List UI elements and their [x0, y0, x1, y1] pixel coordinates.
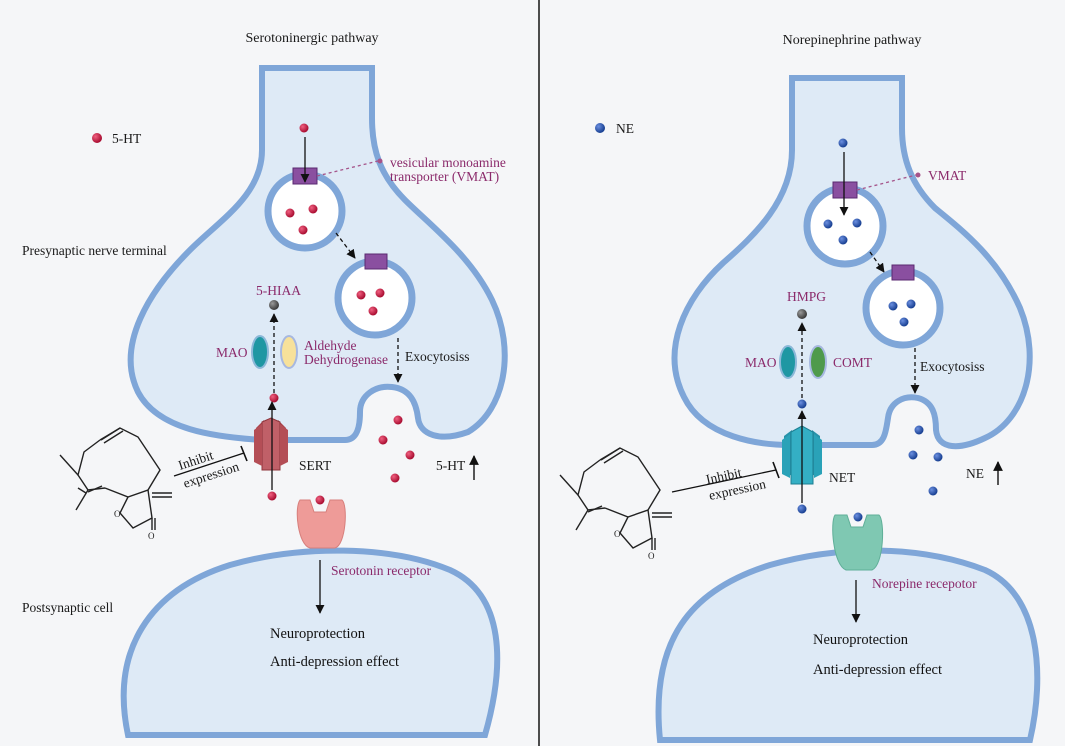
right-title: Norepinephrine pathway	[783, 33, 922, 48]
serotonin-molecule	[308, 204, 318, 214]
inhibition-line	[671, 469, 777, 493]
inhibition-bar	[772, 461, 780, 479]
serotonin-molecule	[356, 290, 366, 300]
vmat-label-line2: transporter (VMAT)	[390, 169, 499, 184]
aldehyde-label-line2: Dehydrogenase	[304, 352, 388, 367]
ne-molecule	[797, 504, 807, 514]
metabolite-molecule	[269, 300, 279, 310]
released-serotonin	[393, 415, 403, 425]
vesicle-2	[862, 267, 944, 349]
serotonin-molecule	[375, 288, 385, 298]
vmat-label: VMAT	[928, 168, 967, 183]
vmat-transporter	[891, 264, 915, 281]
released-ne	[928, 486, 938, 496]
presynaptic-terminal	[127, 65, 508, 443]
ring-oxygen: O	[114, 509, 121, 519]
vmat-pointer	[856, 174, 917, 191]
metabolite-label: 5-HIAA	[256, 283, 301, 298]
ne-molecule	[838, 138, 848, 148]
released-serotonin	[390, 473, 400, 483]
effect-antidepression: Anti-depression effect	[813, 662, 942, 678]
vesicle-2	[334, 257, 416, 339]
serotonin-molecule	[368, 306, 378, 316]
comt-label: COMT	[833, 355, 873, 370]
mao-enzyme	[251, 335, 269, 369]
ring-oxygen: O	[614, 529, 621, 539]
mao-enzyme	[779, 345, 797, 379]
bound-serotonin	[315, 495, 325, 505]
comt-enzyme	[809, 345, 827, 379]
vmat-transporter	[364, 253, 388, 270]
effect-antidepression: Anti-depression effect	[270, 654, 399, 670]
vesicle-1	[803, 184, 887, 268]
serotonin-level-label: 5-HT	[436, 458, 466, 473]
vesicle-transfer-arrow	[335, 232, 356, 259]
exocytosis-label: Exocytosiss	[920, 359, 985, 374]
carbonyl-oxygen: O	[648, 551, 655, 561]
left-title: Serotoninergic pathway	[245, 31, 378, 46]
serotonin-molecule	[267, 491, 277, 501]
serotonin-molecule	[285, 208, 295, 218]
vmat-pointer-dot	[377, 158, 383, 164]
ne-receptor	[832, 514, 884, 571]
legend-ne-label: NE	[616, 121, 634, 136]
serotonin-receptor	[296, 499, 346, 549]
serotonin-receptor-label: Serotonin receptor	[331, 563, 432, 578]
net-label: NET	[829, 470, 856, 485]
ne-molecule	[852, 218, 862, 228]
vmat-transporter	[832, 181, 858, 199]
ne-molecule	[823, 219, 833, 229]
legend-serotonin-dot	[92, 133, 102, 143]
compound-structure	[59, 427, 172, 530]
presynaptic-label: Presynaptic nerve terminal	[22, 243, 167, 258]
released-serotonin	[405, 450, 415, 460]
released-serotonin	[378, 435, 388, 445]
sert-label: SERT	[299, 458, 332, 473]
ne-level-label: NE	[966, 466, 984, 481]
ne-receptor-label: Norepine recepotor	[872, 576, 977, 591]
metabolite-label: HMPG	[787, 289, 826, 304]
legend-serotonin-label: 5-HT	[112, 131, 142, 146]
ne-molecule	[838, 235, 848, 245]
legend-ne-dot	[595, 123, 605, 133]
aldehyde-label-line1: Aldehyde	[304, 338, 356, 353]
aldehyde-dehydrogenase-enzyme	[280, 335, 298, 369]
sert-transporter	[254, 417, 288, 471]
effect-neuroprotection: Neuroprotection	[813, 632, 909, 648]
inhibition-line	[173, 452, 245, 477]
metabolite-molecule	[797, 309, 807, 319]
carbonyl-oxygen: O	[148, 531, 155, 541]
inhibit-label: Inhibit	[705, 465, 744, 487]
effect-neuroprotection: Neuroprotection	[270, 626, 366, 642]
exocytosis-label: Exocytosiss	[405, 349, 470, 364]
serotonin-molecule	[269, 393, 279, 403]
serotonin-molecule	[299, 123, 309, 133]
released-ne	[914, 425, 924, 435]
ne-molecule	[888, 301, 898, 311]
postsynaptic-cell	[120, 547, 501, 738]
vmat-pointer	[316, 160, 379, 177]
vmat-pointer-dot	[915, 172, 921, 178]
mao-label: MAO	[216, 345, 248, 360]
inhibition-bar	[240, 445, 248, 462]
serotonin-molecule	[298, 225, 308, 235]
released-ne	[933, 452, 943, 462]
ne-molecule	[899, 317, 909, 327]
vmat-label-line1: vesicular monoamine	[390, 155, 506, 170]
ne-molecule	[906, 299, 916, 309]
bound-ne	[853, 512, 863, 522]
released-ne	[908, 450, 918, 460]
postsynaptic-label: Postsynaptic cell	[22, 600, 113, 615]
mao-label: MAO	[745, 355, 777, 370]
vesicle-1	[264, 170, 346, 252]
compound-structure	[559, 447, 672, 550]
ne-molecule	[797, 399, 807, 409]
